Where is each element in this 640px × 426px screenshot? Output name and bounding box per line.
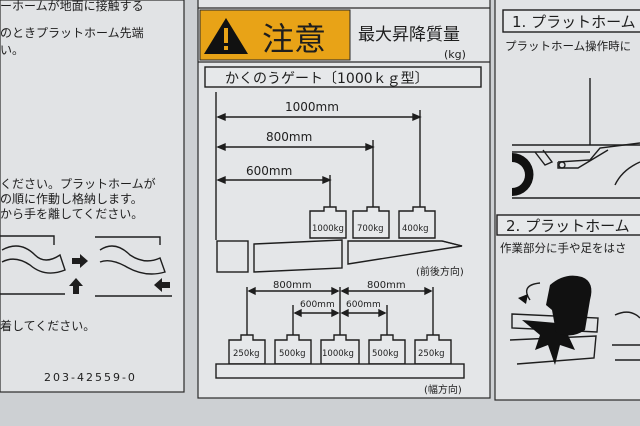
weight-label: 700kg	[357, 224, 384, 234]
max-load-unit: (kg)	[444, 48, 466, 61]
left-text-line: の順に作動し格納します。	[0, 191, 143, 206]
left-text-line: ください。プラットホームが	[0, 176, 156, 191]
distance-label: 600mm	[346, 300, 381, 310]
part-number: 203-42559-0	[44, 371, 137, 384]
section1-title-box	[502, 9, 640, 33]
left-text-line: い。	[0, 43, 24, 57]
distance-label: 800mm	[273, 280, 312, 291]
weight-icon	[398, 206, 436, 239]
weight-label: 1000kg	[312, 224, 344, 234]
weight-label: 500kg	[279, 349, 306, 359]
max-load-title: 最大昇降質量	[358, 25, 460, 45]
gate-fold-illustration	[0, 235, 172, 297]
width-dimension-lines	[246, 286, 434, 337]
left-text-line: のときプラットホーム先端	[0, 26, 144, 40]
front-back-weights: 1000kg 700kg 400kg	[309, 206, 436, 239]
section1-title: 1. プラットホーム	[512, 13, 636, 31]
width-direction-label: (幅方向)	[424, 383, 462, 396]
section2-title: 2. プラットホーム	[506, 217, 630, 235]
arrow-up-icon	[69, 278, 83, 294]
front-back-dimension-lines	[215, 92, 422, 240]
platform-front-view	[215, 363, 465, 379]
caution-label: 注意	[262, 20, 326, 58]
distance-label: 600mm	[300, 300, 335, 310]
weight-icon	[352, 206, 390, 239]
left-text-line: 着してください。	[0, 318, 95, 333]
left-text-line: から手を離してください。	[0, 207, 143, 221]
weight-label: 1000kg	[322, 349, 354, 359]
front-back-direction-label: (前後方向)	[416, 265, 464, 278]
platform-side-view	[216, 239, 463, 273]
section2-text: 作業部分に手や足をはさ	[500, 241, 627, 255]
hand-pinch-hazard-icon	[509, 275, 640, 365]
arrow-left-icon	[154, 278, 170, 292]
gate-title: かくのうゲート〔1000ｋｇ型〕	[225, 71, 429, 87]
left-panel	[0, 0, 185, 393]
wheel-icon	[512, 153, 534, 196]
distance-label: 600mm	[246, 164, 292, 178]
weight-label: 250kg	[418, 349, 445, 359]
left-text-line: ーホームが地面に接触する	[0, 0, 144, 13]
distance-label: 800mm	[367, 280, 406, 291]
weight-label: 500kg	[372, 349, 399, 359]
platform-operation-illustration	[512, 78, 640, 199]
arrow-right-icon	[72, 254, 88, 268]
weight-label: 400kg	[402, 224, 429, 234]
section1-text: プラットホーム操作時に	[505, 39, 631, 53]
weight-icon	[309, 206, 347, 239]
width-weights: 250kg 500kg 1000kg 500kg 250kg	[228, 334, 452, 365]
gate-title-box	[204, 66, 482, 88]
arrow-icons	[69, 254, 170, 294]
section2-title-box	[496, 214, 640, 236]
distance-label: 800mm	[266, 130, 312, 144]
weight-label: 250kg	[233, 349, 260, 359]
distance-label: 1000mm	[285, 100, 339, 114]
